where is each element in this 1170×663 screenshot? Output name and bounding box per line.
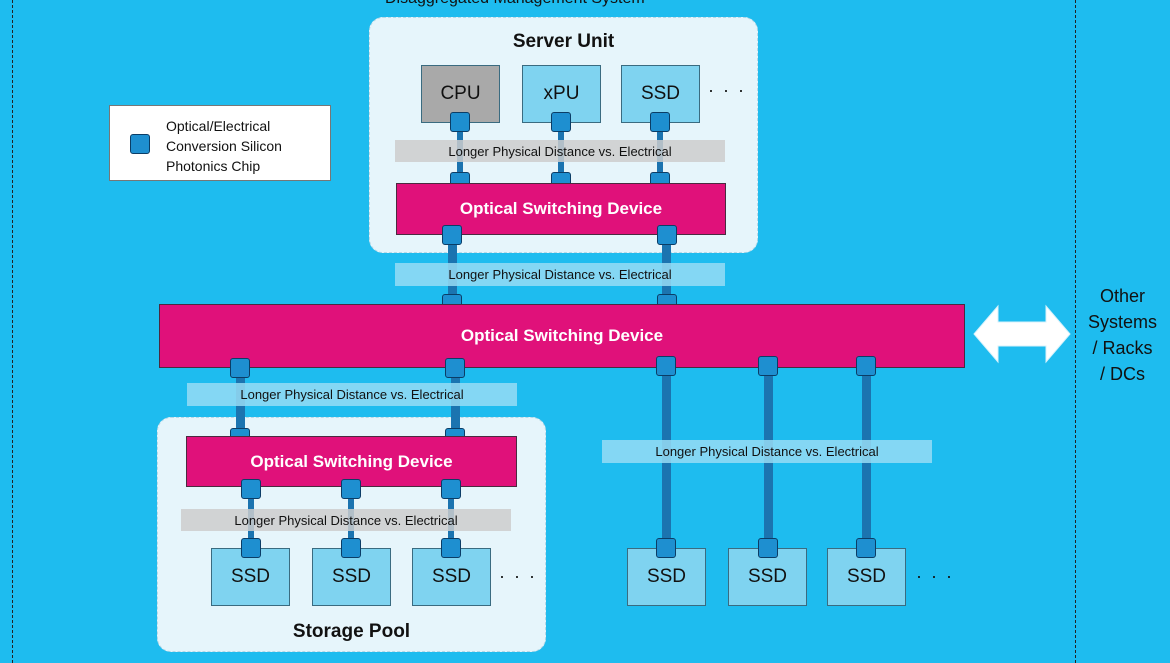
- left-distance-band: Longer Physical Distance vs. Electrical: [187, 383, 517, 406]
- main-switch-chip-bottom-4-icon: [758, 356, 778, 376]
- main-switch-chip-bottom-2-icon: [445, 358, 465, 378]
- main-switch-chip-bottom-5-icon: [856, 356, 876, 376]
- standalone-ssd-chip-3-icon: [856, 538, 876, 558]
- legend-line-3: Photonics Chip: [166, 158, 261, 174]
- main-switch-chip-bottom-1-icon: [230, 358, 250, 378]
- legend: Optical/Electrical Conversion Silicon Ph…: [109, 105, 331, 181]
- pool-distance-band: Longer Physical Distance vs. Electrical: [181, 509, 511, 531]
- legend-line-1: Optical/Electrical: [166, 118, 271, 134]
- main-switch: Optical Switching Device: [159, 304, 965, 368]
- other-line-4: / DCs: [1100, 364, 1145, 384]
- photonics-chip-icon: [130, 134, 150, 154]
- server-ssd-box: SSD: [621, 65, 700, 123]
- xpu-chip-top-icon: [551, 112, 571, 132]
- system-title: Disaggregated Management System: [385, 0, 645, 8]
- ssd-chip-top-icon: [650, 112, 670, 132]
- standalone-ellipsis: · · ·: [916, 566, 954, 586]
- main-switch-chip-bottom-3-icon: [656, 356, 676, 376]
- server-distance-band: Longer Physical Distance vs. Electrical: [395, 140, 725, 162]
- other-line-3: / Racks: [1092, 338, 1153, 358]
- pool-ssd-chip-1-icon: [241, 538, 261, 558]
- upper-distance-band: Longer Physical Distance vs. Electrical: [395, 263, 725, 286]
- standalone-ssd-chip-2-icon: [758, 538, 778, 558]
- pool-switch-chip-bottom-1-icon: [241, 479, 261, 499]
- pool-switch-chip-bottom-2-icon: [341, 479, 361, 499]
- standalone-ssd-chip-1-icon: [656, 538, 676, 558]
- standalone-ssd-2: SSD: [728, 548, 807, 606]
- cpu-chip-top-icon: [450, 112, 470, 132]
- legend-text: Optical/Electrical Conversion Silicon Ph…: [166, 116, 282, 176]
- pool-ellipsis: · · ·: [499, 566, 537, 586]
- server-ellipsis: · · ·: [708, 80, 746, 100]
- legend-line-2: Conversion Silicon: [166, 138, 282, 154]
- server-switch-chip-right-icon: [657, 225, 677, 245]
- server-switch-chip-left-icon: [442, 225, 462, 245]
- pool-ssd-chip-2-icon: [341, 538, 361, 558]
- storage-pool-title: Storage Pool: [292, 621, 411, 642]
- other-line-2: Systems: [1087, 312, 1157, 332]
- right-distance-band: Longer Physical Distance vs. Electrical: [602, 440, 932, 463]
- bidirectional-arrow-icon: [973, 304, 1071, 364]
- server-unit-title: Server Unit: [512, 31, 615, 52]
- other-systems-label: Other Systems / Racks / DCs: [1075, 283, 1170, 387]
- system-boundary-left: [12, 0, 13, 663]
- other-line-1: Other: [1099, 286, 1146, 306]
- pool-switch-chip-bottom-3-icon: [441, 479, 461, 499]
- system-boundary-right: [1075, 0, 1076, 663]
- pool-ssd-chip-3-icon: [441, 538, 461, 558]
